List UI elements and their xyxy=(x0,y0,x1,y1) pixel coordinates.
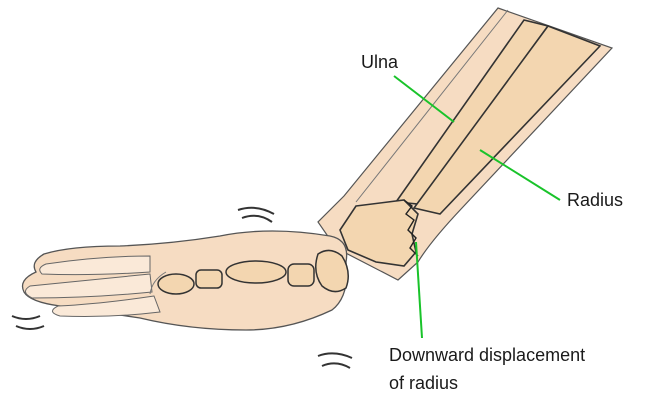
carpal-bone-3 xyxy=(226,261,286,283)
motion-mark-left xyxy=(12,316,44,329)
radius-label: Radius xyxy=(567,189,623,211)
motion-mark-bottom xyxy=(318,353,352,368)
displacement-label-line-1: Downward displacement xyxy=(389,341,585,369)
carpal-bone-4 xyxy=(288,264,314,286)
displacement-label: Downward displacement of radius xyxy=(389,341,585,397)
ulna-label: Ulna xyxy=(361,51,398,73)
carpal-bone-2 xyxy=(196,270,222,288)
displacement-label-line-2: of radius xyxy=(389,369,585,397)
carpal-bone-1 xyxy=(158,274,194,294)
motion-mark-top xyxy=(238,208,274,222)
